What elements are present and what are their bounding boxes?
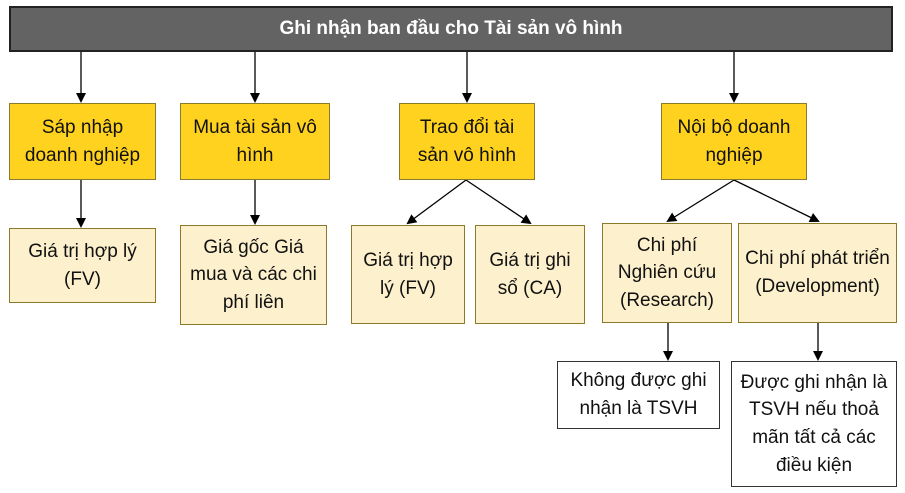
node-research-result: Không được ghi nhận là TSVH (557, 361, 720, 429)
arrow-internal-to-development (733, 179, 820, 222)
diagram-title: Ghi nhận ban đầu cho Tài sản vô hình (9, 6, 893, 52)
node-development: Chi phí phát triển (Development) (738, 223, 897, 323)
node-merger-fv: Giá trị hợp lý (FV) (9, 228, 156, 303)
node-exchange-ca: Giá trị ghi sổ (CA) (475, 225, 585, 324)
arrow-internal-to-research (666, 179, 735, 223)
node-development-result: Được ghi nhận là TSVH nếu thoả mãn tất c… (731, 361, 897, 487)
node-purchase: Mua tài sản vô hình (180, 103, 330, 180)
node-merger: Sáp nhập doanh nghiệp (9, 103, 156, 180)
node-exchange: Trao đổi tài sản vô hình (399, 103, 535, 180)
node-purchase-cost: Giá gốc Giá mua và các chi phí liên (180, 225, 327, 325)
node-exchange-fv: Giá trị hợp lý (FV) (351, 225, 465, 324)
node-internal: Nội bộ doanh nghiệp (661, 103, 807, 180)
arrow-exchange-to-ca (465, 179, 532, 225)
node-research: Chi phí Nghiên cứu (Research) (602, 223, 732, 323)
arrow-exchange-to-fv (406, 179, 467, 225)
